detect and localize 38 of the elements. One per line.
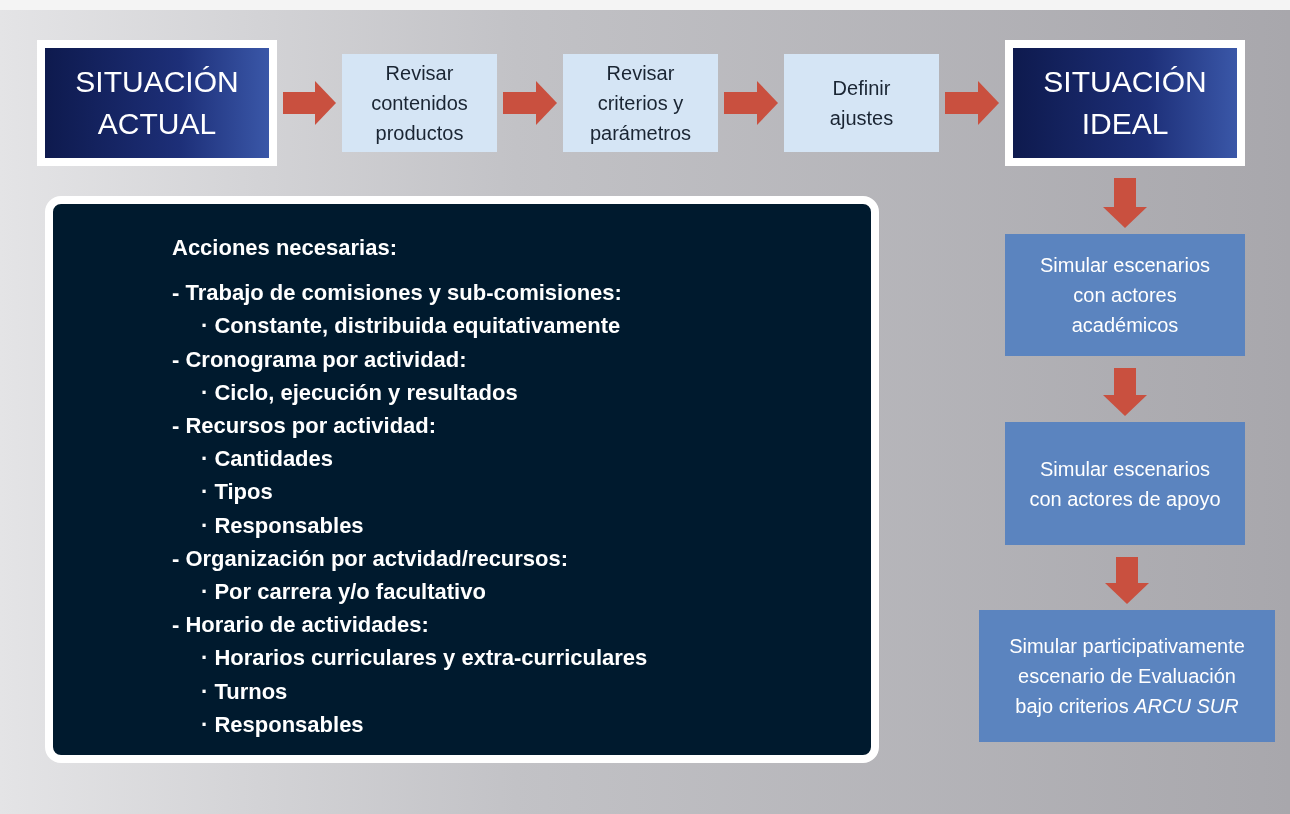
list-item: · Tipos: [201, 478, 273, 507]
arrow: [503, 81, 557, 125]
title-box: [37, 40, 277, 166]
list-item: - Organización por actvidad/recursos:: [172, 544, 569, 573]
box-label: Revisar criterios y parámetros: [589, 61, 692, 146]
process-box: [1005, 234, 1245, 356]
process-box: [784, 54, 939, 152]
process-box: [563, 54, 718, 152]
list-item: · Responsables: [201, 511, 364, 540]
list-item: · Constante, distribuida equitativamente: [201, 312, 621, 341]
box-label: SITUACIÓN IDEAL: [1042, 64, 1208, 142]
process-box: [1005, 422, 1245, 545]
actions-panel: [45, 196, 879, 763]
box-label: Definir ajustes: [828, 76, 895, 131]
process-box: [342, 54, 497, 152]
list-item: - Horario de actividades:: [172, 611, 429, 640]
list-item: · Cantidades: [201, 445, 334, 474]
process-box: [979, 610, 1275, 742]
list-item: · Responsables: [201, 710, 364, 739]
box-label: Revisar contenidos productos: [370, 61, 469, 146]
box-label: Simular participativamente escenario de Evaluación bajo criterios ARCU SUR: [1008, 634, 1246, 719]
list-item: · Ciclo, ejecución y resultados: [201, 378, 518, 407]
arrow: [1105, 557, 1149, 604]
list-item: - Recursos por actividad:: [172, 412, 437, 440]
list-item: · Turnos: [201, 677, 288, 706]
panel-heading: Acciones necesarias:: [172, 234, 398, 262]
list-item: - Cronograma por actividad:: [172, 345, 467, 374]
list-item: · Por carrera y/o facultativo: [201, 578, 486, 607]
box-label: SITUACIÓN ACTUAL: [74, 64, 240, 142]
list-item: - Trabajo de comisiones y sub-comisiones:: [172, 279, 622, 308]
box-label: Simular escenarios con actores de apoyo: [1028, 456, 1222, 512]
arrow: [724, 81, 778, 125]
arrow: [283, 81, 336, 125]
arrow: [945, 81, 999, 125]
arrow: [1103, 178, 1147, 228]
box-label: Simular escenarios con actores académicos: [1038, 253, 1212, 338]
list-item: · Horarios curriculares y extra-curriculares: [201, 644, 648, 673]
title-box: [1005, 40, 1245, 166]
